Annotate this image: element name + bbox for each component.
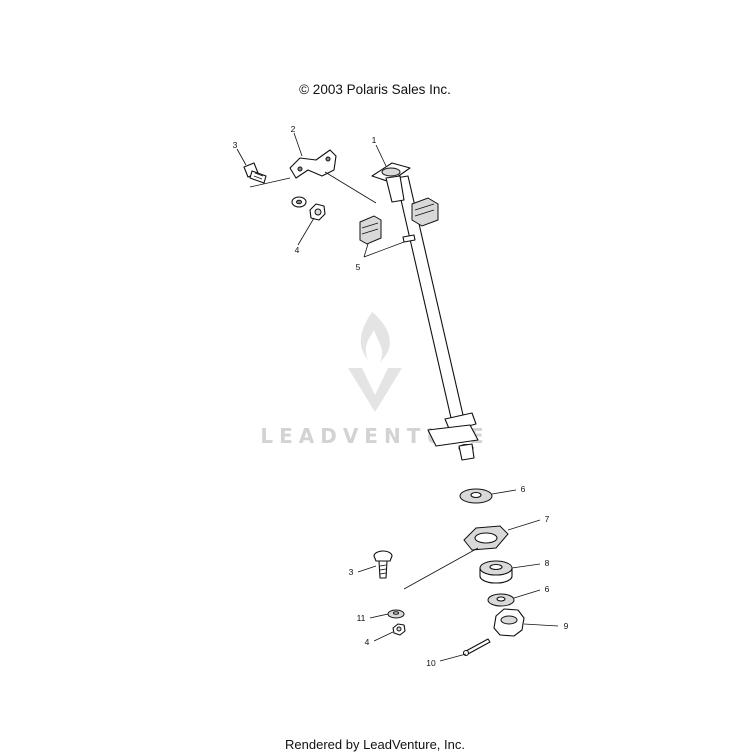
- callout-1: 1: [372, 135, 377, 145]
- callout-10: 10: [426, 658, 436, 668]
- steering-post: [371, 162, 479, 461]
- callout-3-upper: 3: [233, 140, 238, 150]
- callout-4-lower: 4: [365, 637, 370, 647]
- castle-nut: [493, 608, 525, 637]
- callout-7: 7: [545, 514, 550, 524]
- bearing-plate: [463, 525, 509, 551]
- callout-6-upper: 6: [521, 484, 526, 494]
- callout-leaders: [236, 132, 559, 662]
- callout-6-lower: 6: [545, 584, 550, 594]
- steering-clamp: [289, 149, 337, 179]
- callout-4-upper: 4: [295, 245, 300, 255]
- nut-lower: [392, 623, 406, 636]
- washer-upper: [459, 488, 493, 504]
- assembly-lines: [249, 171, 479, 590]
- callout-5: 5: [356, 262, 361, 272]
- bolt-upper: [243, 162, 267, 184]
- footer-credit: Rendered by LeadVenture, Inc.: [285, 737, 465, 752]
- steering-bushings: [359, 197, 439, 245]
- callout-9: 9: [564, 621, 569, 631]
- washer-11: [387, 609, 405, 619]
- callout-labels: 1 2 3 4 5 6 7 8 6 9 3 11 4 10: [233, 124, 569, 668]
- washer-nut-upper: [291, 196, 326, 221]
- callout-11: 11: [357, 613, 366, 623]
- washer-lower: [487, 593, 515, 607]
- copyright-text: © 2003 Polaris Sales Inc.: [299, 82, 451, 97]
- bearing-bushing: [479, 560, 513, 584]
- callout-8: 8: [545, 558, 550, 568]
- callout-2: 2: [291, 124, 296, 134]
- watermark-v-icon: [348, 368, 402, 412]
- callout-3-lower: 3: [349, 567, 354, 577]
- bolt-lower: [373, 550, 393, 579]
- cotter-pin: [462, 638, 491, 657]
- watermark-flame-icon: [360, 312, 390, 362]
